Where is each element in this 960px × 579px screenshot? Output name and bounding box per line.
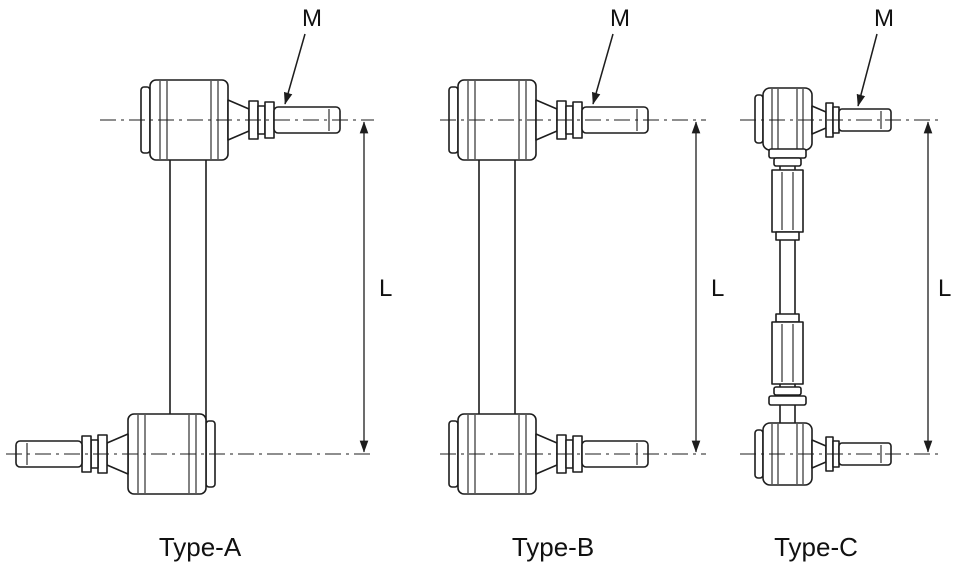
- connecting-rod: [169, 149, 207, 425]
- thread-leader-arrow: [283, 33, 306, 105]
- thread-leader-arrow: [591, 33, 614, 105]
- lower-ball-joint: [754, 386, 892, 486]
- thread-label: M: [302, 5, 322, 32]
- thread-leader-arrow: [856, 33, 878, 107]
- transition-ring: [775, 231, 800, 241]
- length-label: L: [938, 275, 951, 302]
- connecting-rod: [478, 149, 516, 425]
- figure-caption: Type-B: [512, 532, 594, 562]
- joint-end-cap: [754, 94, 764, 144]
- transition-ring: [775, 313, 800, 323]
- ball-joint-housing: [762, 87, 813, 151]
- boot-rings: [768, 386, 807, 406]
- thread-label: M: [874, 5, 894, 32]
- figure-type-b: L M Type-B: [440, 5, 724, 562]
- figure-caption: Type-A: [159, 532, 242, 562]
- thread-label: M: [610, 5, 630, 32]
- upper-ball-joint: [754, 87, 892, 167]
- boot-rings: [768, 148, 807, 167]
- figure-caption: Type-C: [774, 532, 858, 562]
- hex-adjuster-upper: [771, 169, 804, 241]
- figure-type-a: L M Type-A: [6, 5, 392, 562]
- housing-ribs: [771, 89, 804, 149]
- length-label: L: [379, 275, 392, 302]
- hex-adjuster-lower: [771, 313, 804, 385]
- length-label: L: [711, 275, 724, 302]
- figure-type-c: L M Type-C: [740, 5, 951, 562]
